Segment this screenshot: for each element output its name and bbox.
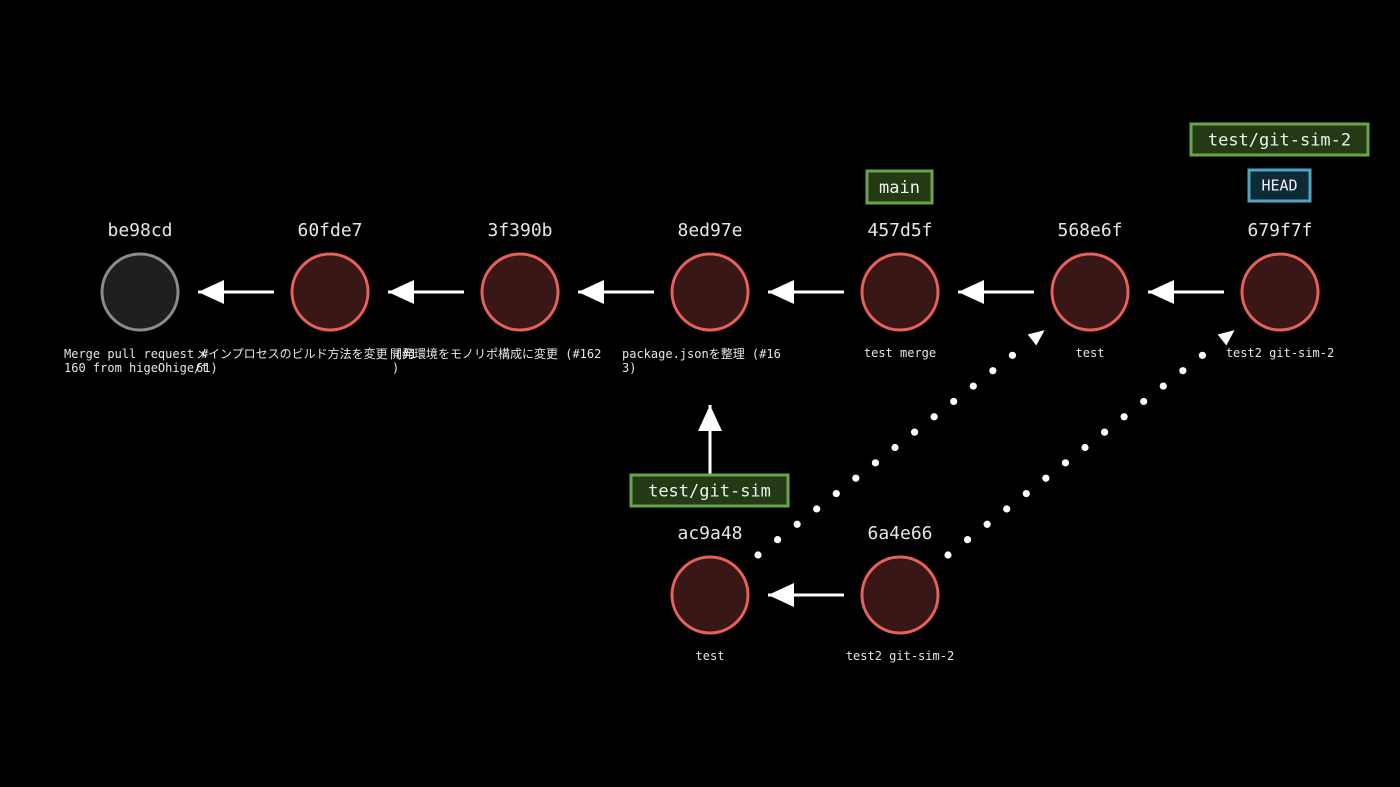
- commit-hash: 60fde7: [297, 220, 362, 241]
- dotted-arrowhead: [1027, 330, 1045, 346]
- branch-label-box[interactable]: [629, 473, 790, 508]
- arrowhead: [698, 405, 722, 431]
- commit-node[interactable]: 457d5f test merge: [860, 220, 940, 360]
- commit-node[interactable]: 568e6f test: [1050, 220, 1130, 360]
- dotted-link-dot: [871, 459, 880, 467]
- dotted-link-dot: [1159, 382, 1167, 390]
- commit-node[interactable]: 3f390b 開発環境をモノリポ構成に変更 (#162): [390, 220, 601, 375]
- commit-message: test merge: [864, 346, 936, 360]
- arrowhead: [958, 280, 984, 304]
- dotted-link-dot: [910, 428, 919, 436]
- commit-circle[interactable]: [670, 252, 750, 332]
- commit-circle[interactable]: [1050, 252, 1130, 332]
- commit-node[interactable]: 8ed97e package.jsonを整理 (#163): [622, 220, 781, 375]
- commit-node[interactable]: 679f7f test2 git-sim-2: [1226, 220, 1334, 360]
- labels-layer: main test/git-sim-2 test/git-sim HEAD: [629, 122, 1370, 508]
- dotted-link-dot: [1120, 413, 1128, 421]
- commit-hash: 568e6f: [1057, 220, 1122, 241]
- dotted-link-dot: [773, 536, 782, 544]
- branch-name: test/git-sim-2: [1208, 131, 1351, 151]
- dotted-link-dot: [852, 474, 860, 482]
- commit-message: Merge pull request #: [64, 347, 209, 361]
- dotted-link-dot: [944, 551, 952, 559]
- links-layer: [198, 280, 1235, 607]
- commit-hash: 457d5f: [867, 220, 932, 241]
- dotted-link-dot: [1042, 474, 1050, 482]
- dotted-link-dot: [1179, 367, 1187, 375]
- branch-label-box[interactable]: [865, 169, 934, 205]
- commit-circle[interactable]: [480, 252, 560, 332]
- dotted-link-dot: [1022, 489, 1030, 498]
- arrowhead: [198, 280, 224, 304]
- commit-circle[interactable]: [290, 252, 370, 332]
- branch-label-box[interactable]: [1189, 122, 1370, 157]
- dotted-link-dot: [1198, 351, 1207, 359]
- dotted-link-dot: [1100, 428, 1109, 436]
- dotted-link-dot: [1081, 443, 1089, 452]
- commit-circle[interactable]: [860, 252, 940, 332]
- dotted-link-dot: [1140, 397, 1148, 406]
- arrowhead: [1148, 280, 1174, 304]
- commit-circle[interactable]: [100, 252, 180, 332]
- commit-hash: be98cd: [107, 220, 172, 241]
- arrowhead: [768, 583, 794, 607]
- commit-circle[interactable]: [860, 555, 940, 635]
- commit-message: test: [696, 649, 725, 663]
- commit-node[interactable]: 60fde7 メインプロセスのビルド方法を変更 (#161): [196, 220, 417, 375]
- branch-name: test/git-sim: [648, 482, 771, 502]
- dotted-link-dot: [983, 520, 991, 528]
- dotted-arrowhead: [1217, 330, 1235, 346]
- branch-name: main: [879, 178, 920, 198]
- branch-label-test-git-sim[interactable]: test/git-sim: [629, 473, 790, 508]
- dotted-link-dot: [813, 505, 821, 513]
- commit-message: 開発環境をモノリポ構成に変更 (#162: [390, 346, 601, 361]
- head-text: HEAD: [1261, 177, 1297, 195]
- commit-node[interactable]: ac9a48 test: [670, 523, 750, 663]
- dotted-link-dot: [989, 367, 997, 375]
- commit-hash: 679f7f: [1247, 220, 1312, 241]
- commit-message: test2 git-sim-2: [846, 649, 954, 663]
- commit-message: メインプロセスのビルド方法を変更 (#1: [196, 346, 417, 361]
- commit-circle[interactable]: [670, 555, 750, 635]
- commit-hash: 3f390b: [487, 220, 552, 241]
- dotted-link-dot: [754, 551, 762, 559]
- dotted-link-dot: [1003, 505, 1011, 513]
- dotted-link-dot: [1008, 351, 1017, 359]
- dotted-link-dot: [793, 520, 801, 528]
- dotted-link-dot: [930, 413, 938, 421]
- dotted-link-dot: [891, 443, 899, 452]
- branch-label-test-git-sim-2[interactable]: test/git-sim-2: [1189, 122, 1370, 157]
- commit-hash: ac9a48: [677, 523, 742, 544]
- commit-message: 61): [196, 361, 218, 375]
- commit-message: 160 from higeOhige/t: [64, 361, 209, 375]
- head-label-box[interactable]: [1247, 168, 1312, 203]
- arrowhead: [578, 280, 604, 304]
- commit-message: 3): [622, 361, 636, 375]
- commit-message: package.jsonを整理 (#16: [622, 346, 781, 361]
- commit-node[interactable]: 6a4e66 test2 git-sim-2: [846, 523, 954, 663]
- commit-hash: 6a4e66: [867, 523, 932, 544]
- arrowhead: [768, 280, 794, 304]
- dotted-link-dot: [969, 382, 977, 390]
- head-label[interactable]: HEAD: [1247, 168, 1312, 203]
- commit-hash: 8ed97e: [677, 220, 742, 241]
- commit-message: ): [392, 361, 399, 375]
- dotted-link-dot: [963, 536, 972, 544]
- dotted-link-dot: [832, 489, 840, 498]
- branch-label-main[interactable]: main: [865, 169, 934, 205]
- arrowhead: [388, 280, 414, 304]
- commit-message: test: [1076, 346, 1105, 360]
- dotted-link-dot: [1061, 459, 1070, 467]
- dotted-link-dot: [950, 397, 958, 406]
- commit-circle[interactable]: [1240, 252, 1320, 332]
- commit-message: test2 git-sim-2: [1226, 346, 1334, 360]
